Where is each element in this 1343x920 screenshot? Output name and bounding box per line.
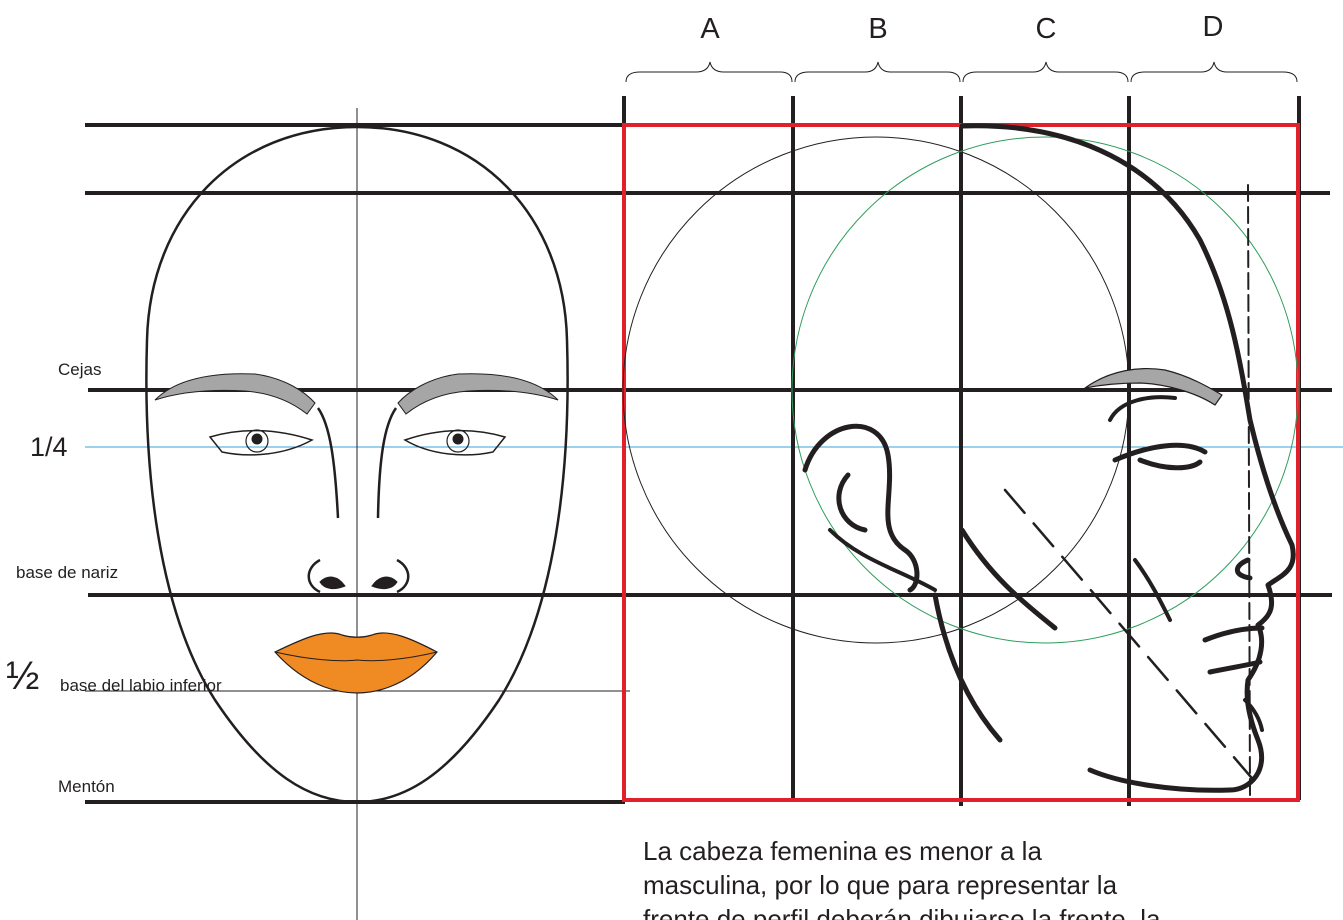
lip-line	[274, 651, 438, 662]
right-eye-iris	[446, 429, 470, 453]
column-braces	[625, 61, 1298, 83]
front-face	[145, 125, 569, 804]
left-eye-iris	[245, 429, 269, 453]
brace-c	[962, 61, 1129, 83]
label-base-labio: base del labio inferior	[60, 676, 222, 695]
construction-circle-green	[791, 136, 1299, 644]
brace-d	[1130, 61, 1298, 83]
right-eyebrow	[397, 373, 559, 415]
profile-nostril	[1234, 557, 1253, 581]
brace-b	[794, 61, 961, 83]
caption-line-1: La cabeza femenina es menor a la	[643, 836, 1042, 866]
profile-brow-arc	[1108, 395, 1177, 422]
right-nostril	[396, 558, 410, 594]
face-outline	[145, 125, 569, 804]
right-eye	[403, 429, 507, 456]
profile-outline	[959, 123, 1296, 793]
left-nostril	[307, 558, 321, 594]
construction-circle	[622, 136, 1130, 644]
profile-face-angle-line	[1003, 488, 1264, 792]
label-menton: Mentón	[58, 777, 115, 796]
profile-chin	[1243, 698, 1264, 732]
caption-line-3: frente de perfil deberán dibujarse la fr…	[643, 904, 1161, 920]
column-label-d: D	[1203, 11, 1224, 43]
lips	[274, 632, 438, 694]
left-eye-pupil	[251, 433, 263, 445]
column-label-a: A	[700, 13, 720, 45]
column-label-b: B	[868, 13, 887, 45]
label-base-nariz: base de nariz	[16, 563, 118, 582]
profile-lips	[1202, 625, 1265, 675]
profile-eye	[1112, 442, 1208, 471]
right-nostril-shape	[371, 576, 398, 590]
profile-plumb-line	[1247, 184, 1251, 799]
column-label-c: C	[1036, 13, 1057, 45]
profile-jaw	[959, 527, 1058, 631]
caption-line-2: masculina, por lo que para representar l…	[643, 870, 1118, 900]
label-quarter: 1/4	[30, 432, 68, 462]
profile-cheek	[1133, 558, 1172, 622]
left-nostril-shape	[319, 576, 346, 590]
brace-a	[625, 61, 793, 83]
left-eye	[208, 429, 314, 456]
nose-left-bridge	[316, 407, 340, 519]
left-eyebrow	[154, 373, 316, 415]
label-half: ½	[6, 654, 39, 698]
nose-right-bridge	[376, 407, 398, 519]
ear-lobe	[828, 528, 937, 592]
label-cejas: Cejas	[58, 360, 101, 379]
ear	[802, 423, 920, 593]
right-eye-pupil	[452, 433, 464, 445]
profile-eyebrow	[1084, 368, 1223, 406]
profile-neck	[932, 592, 1003, 743]
profile-head	[802, 123, 1296, 799]
